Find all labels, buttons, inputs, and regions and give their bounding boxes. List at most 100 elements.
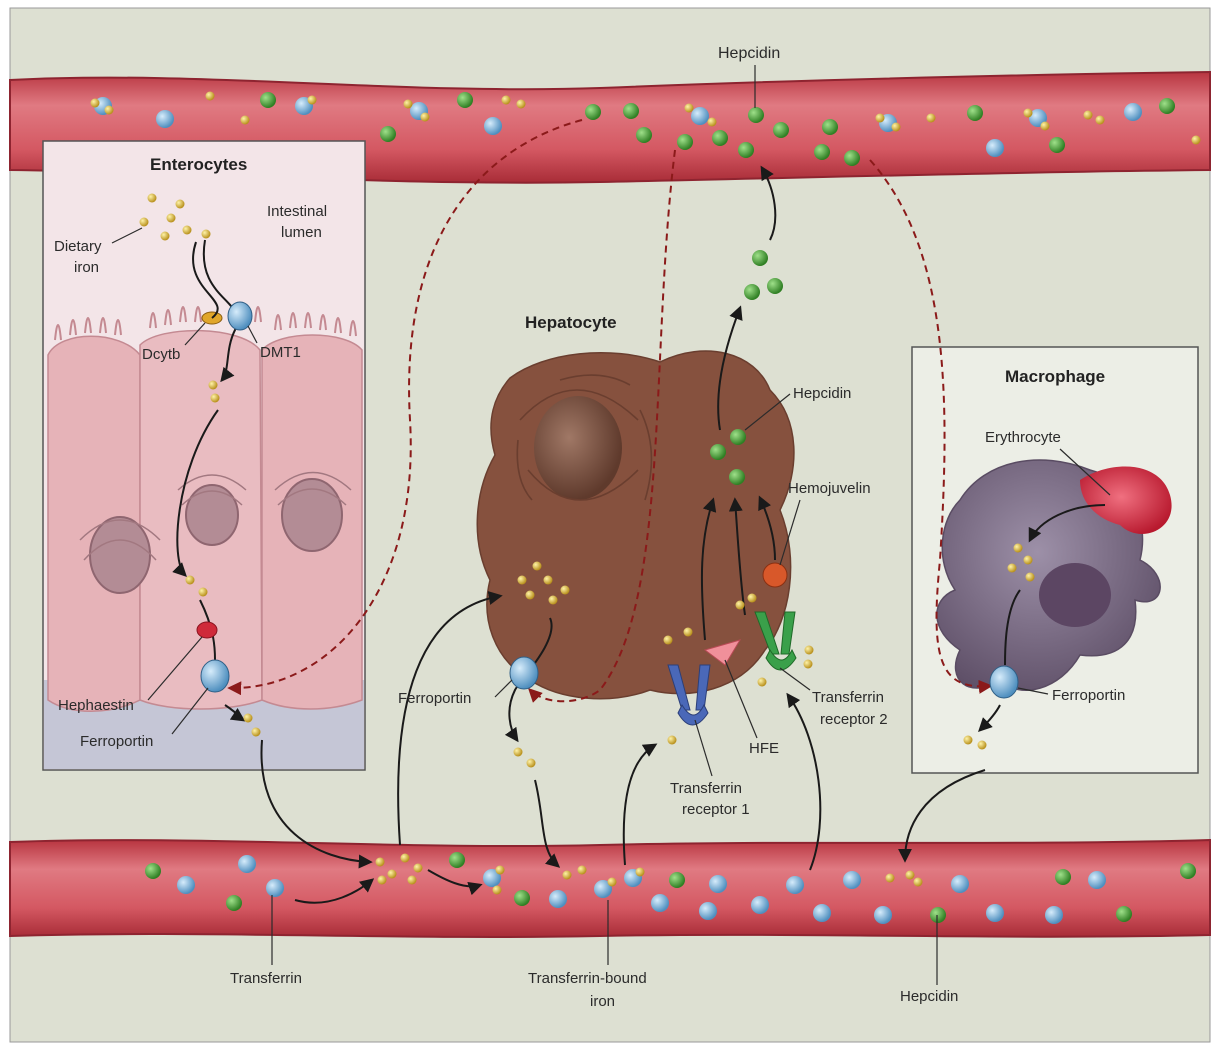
macrophage-panel — [912, 347, 1198, 773]
iron-atom — [176, 200, 185, 209]
iron-atom — [906, 871, 915, 880]
iron-atom — [517, 100, 526, 109]
iron-atom — [563, 871, 572, 880]
transferrin-molecule — [786, 876, 804, 894]
hepcidin-molecule — [712, 130, 728, 146]
transferrin-molecule — [709, 875, 727, 893]
iron-atom — [1014, 544, 1023, 553]
iron-atom — [561, 586, 570, 595]
iron-atom — [514, 748, 523, 757]
iron-atom — [518, 576, 527, 585]
hepcidin-molecule — [260, 92, 276, 108]
transferrin-label: Transferrin — [230, 970, 302, 987]
hepcidin-molecule — [1180, 863, 1196, 879]
ferroportin-hepatocyte-label: Ferroportin — [398, 690, 471, 707]
transferrin-molecule — [951, 875, 969, 893]
erythrocyte-label: Erythrocyte — [985, 429, 1061, 446]
iron-atom — [805, 646, 814, 655]
hepcidin-molecule — [623, 103, 639, 119]
hepcidin-molecule — [1055, 869, 1071, 885]
iron-atom — [105, 106, 114, 115]
hemojuvelin-label: Hemojuvelin — [788, 480, 871, 497]
transferrin-molecule — [238, 855, 256, 873]
hepcidin-molecule — [738, 142, 754, 158]
iron-atom — [748, 594, 757, 603]
hepcidin-molecule — [449, 852, 465, 868]
iron-atom — [202, 230, 211, 239]
iron-atom — [978, 741, 987, 750]
transferrin-molecule — [156, 110, 174, 128]
hepatocyte-title: Hepatocyte — [525, 313, 617, 332]
transferrin-molecule — [484, 117, 502, 135]
intestinal-lumen-label-line1: Intestinal — [267, 203, 327, 220]
iron-atom — [758, 678, 767, 687]
hepcidin-molecule — [636, 127, 652, 143]
iron-atom — [527, 759, 536, 768]
iron-atom — [914, 878, 923, 887]
hepcidin-molecule — [380, 126, 396, 142]
iron-atom — [549, 596, 558, 605]
iron-atom — [526, 591, 535, 600]
iron-atom — [183, 226, 192, 235]
hepcidin-molecule — [1159, 98, 1175, 114]
transferrin-molecule — [1124, 103, 1142, 121]
hepcidin-molecule — [677, 134, 693, 150]
iron-atom — [533, 562, 542, 571]
iron-atom — [241, 116, 250, 125]
hepcidin-molecule — [748, 107, 764, 123]
hepcidin-molecule — [773, 122, 789, 138]
hephaestin-label: Hephaestin — [58, 697, 134, 714]
hepcidin-molecule — [744, 284, 760, 300]
iron-atom — [886, 874, 895, 883]
transferrin-receptor-2-label-line2: receptor 2 — [820, 711, 888, 728]
transferrin-receptor-1-label-line1: Transferrin — [670, 780, 742, 797]
iron-atom — [578, 866, 587, 875]
transferrin-molecule — [651, 894, 669, 912]
iron-atom — [636, 868, 645, 877]
iron-atom — [496, 866, 505, 875]
transferrin-receptor-2-label-line1: Transferrin — [812, 689, 884, 706]
hepcidin-molecule — [752, 250, 768, 266]
iron-atom — [685, 104, 694, 113]
transferrin-molecule — [843, 871, 861, 889]
iron-atom — [1026, 573, 1035, 582]
enterocyte-ferroportin-protein — [201, 660, 229, 692]
dcytb-label: Dcytb — [142, 346, 180, 363]
transferrin-bound-iron-label-line1: Transferrin-bound — [528, 970, 647, 987]
iron-atom — [252, 728, 261, 737]
hepcidin-molecule — [1049, 137, 1065, 153]
iron-atom — [91, 99, 100, 108]
iron-atom — [1024, 109, 1033, 118]
transferrin-molecule — [874, 906, 892, 924]
hepcidin-molecule — [930, 907, 946, 923]
transferrin-molecule — [986, 904, 1004, 922]
iron-atom — [1008, 564, 1017, 573]
hepcidin-molecule — [145, 863, 161, 879]
macrophage-title: Macrophage — [1005, 367, 1105, 386]
iron-atom — [1084, 111, 1093, 120]
hepcidin-molecule — [585, 104, 601, 120]
iron-atom — [892, 123, 901, 132]
iron-atom — [161, 232, 170, 241]
hepatocyte-ferroportin-protein — [510, 657, 538, 689]
iron-atom — [414, 864, 423, 873]
iron-atom — [209, 381, 218, 390]
transferrin-molecule — [177, 876, 195, 894]
hepcidin-molecule — [514, 890, 530, 906]
hepcidin-molecule — [967, 105, 983, 121]
transferrin-molecule — [699, 902, 717, 920]
iron-atom — [404, 100, 413, 109]
dmt1-label: DMT1 — [260, 344, 301, 361]
hfe-label: HFE — [749, 740, 779, 757]
dietary-iron-label-line1: Dietary — [54, 238, 102, 255]
iron-atom — [244, 714, 253, 723]
transferrin-molecule — [813, 904, 831, 922]
hemojuvelin-protein — [763, 563, 787, 587]
transferrin-molecule — [751, 896, 769, 914]
iron-atom — [388, 870, 397, 879]
iron-atom — [684, 628, 693, 637]
iron-atom — [1024, 556, 1033, 565]
transferrin-molecule — [549, 890, 567, 908]
transferrin-molecule — [1045, 906, 1063, 924]
